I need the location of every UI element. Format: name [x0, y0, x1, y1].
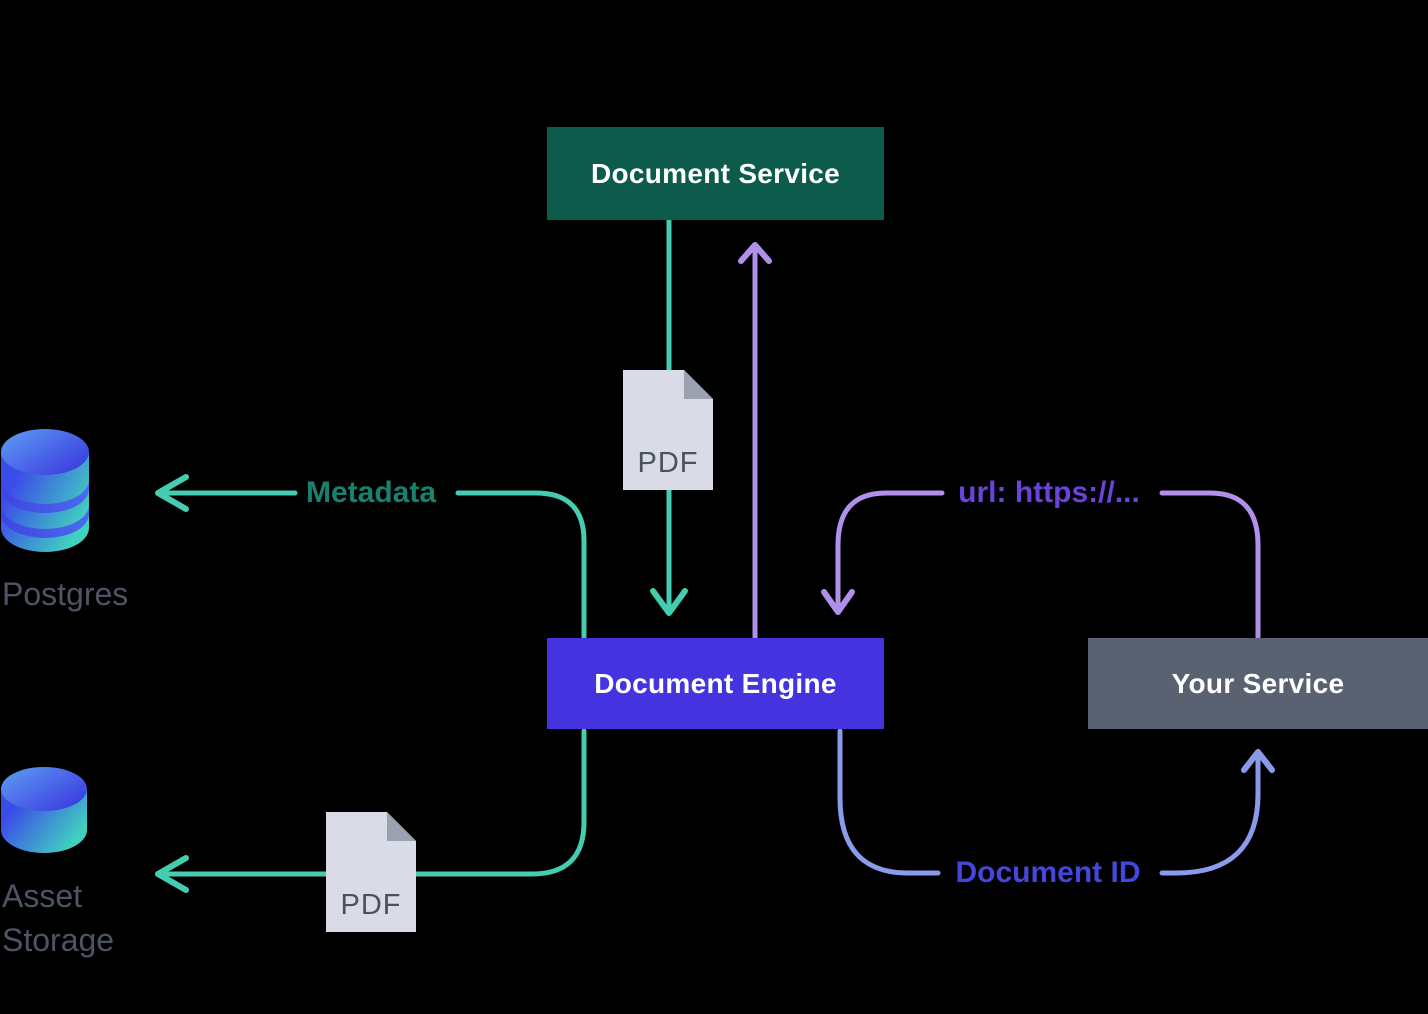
database-top-face	[1, 429, 89, 475]
edge-url-right-segment	[1159, 490, 1261, 640]
arrowhead-down-into-engine	[650, 588, 688, 616]
node-your-service-label: Your Service	[1171, 667, 1345, 699]
storage-cylinder-icon	[1, 767, 87, 853]
arrowhead-down-into-engine-url	[821, 589, 855, 615]
database-band	[1, 505, 89, 538]
node-your-service: Your Service	[1088, 638, 1428, 729]
pdf-file-body	[326, 812, 416, 932]
asset-storage-label: Asset Storage	[2, 878, 115, 958]
arrowhead-left-into-postgres	[155, 474, 189, 512]
pdf-file-icon: PDF	[326, 812, 416, 932]
database-cylinder-icon	[1, 429, 89, 552]
node-document-engine-label: Document Engine	[594, 667, 837, 699]
arrowhead-up-into-your-service	[1241, 749, 1275, 773]
arrowhead-up-into-service	[738, 242, 772, 264]
edge-docid-right-segment	[1159, 753, 1261, 876]
pdf-file-fold-corner	[684, 370, 713, 399]
edge-label-document-id: Document ID	[955, 856, 1141, 889]
edge-url-left-segment	[835, 490, 945, 610]
pdf-file-label: PDF	[638, 447, 699, 479]
node-document-engine: Document Engine	[547, 638, 884, 729]
edge-engine-to-asset-line	[159, 728, 587, 877]
pdf-file-fold-corner	[387, 812, 416, 841]
edge-label-metadata: Metadata	[305, 476, 437, 509]
database-band	[1, 480, 89, 513]
pdf-file-label: PDF	[341, 889, 402, 921]
postgres-label: Postgres	[2, 576, 129, 612]
edge-metadata-right-segment	[455, 490, 587, 640]
storage-top-face	[1, 767, 87, 811]
node-document-service-label: Document Service	[590, 157, 841, 189]
pdf-file-body	[623, 370, 713, 490]
arrowhead-left-into-asset-storage	[155, 855, 189, 893]
edge-label-url: url: https://...	[958, 476, 1140, 509]
edge-docid-left-segment	[837, 728, 941, 876]
node-document-service: Document Service	[547, 127, 884, 220]
pdf-file-icon: PDF	[623, 370, 713, 490]
